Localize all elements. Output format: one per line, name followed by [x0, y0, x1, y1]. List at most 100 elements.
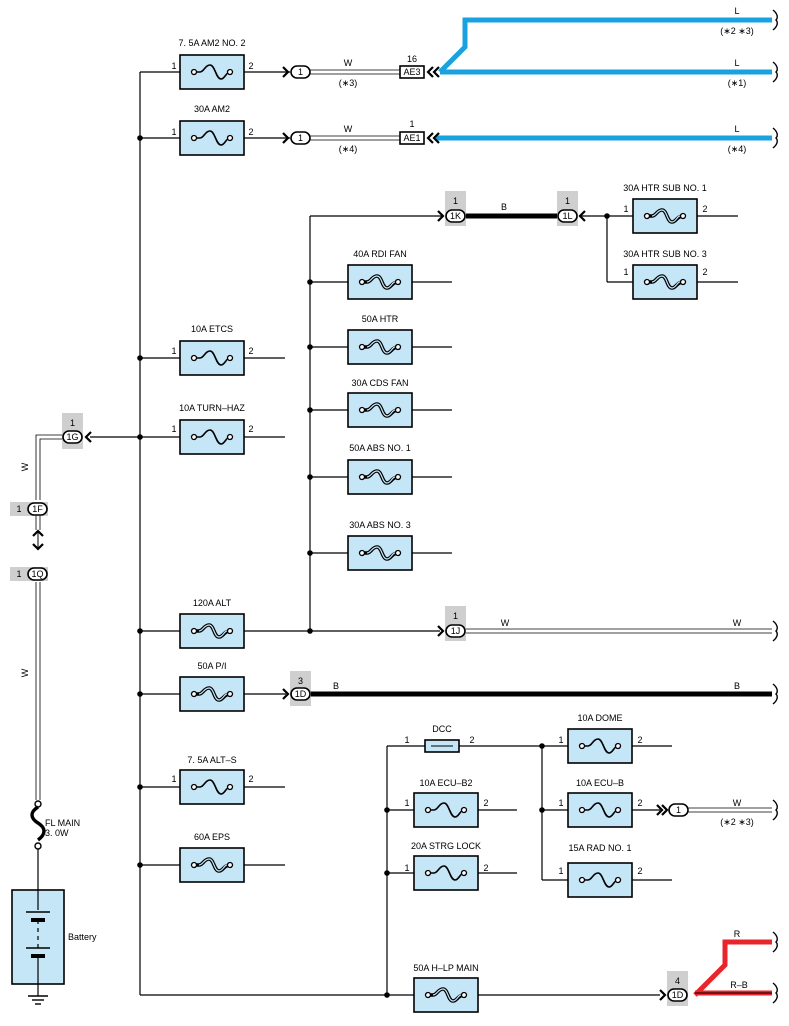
connector-pin: 16 — [407, 54, 417, 64]
fuse-10a-etcs: 10A ETCS 1 2 — [171, 324, 254, 376]
fuse-label: 30A HTR SUB NO. 3 — [623, 249, 707, 259]
fuse-label: 30A AM2 — [194, 104, 230, 114]
wire-color-label: B — [734, 681, 740, 691]
connector-1l: 1L 1 — [557, 191, 587, 226]
connector-code: 1L — [562, 211, 572, 221]
fuse-label: 30A CDS FAN — [351, 378, 408, 388]
fusible-link-50a-pi: 50A P/I — [179, 661, 245, 712]
fuse-label: 15A RAD NO. 1 — [568, 843, 631, 853]
fuse-label: 30A ABS NO. 3 — [349, 520, 411, 530]
fuse-7-5a-alt-s: 7. 5A ALT–S 1 2 — [171, 755, 254, 805]
pin-label: 1 — [171, 61, 176, 71]
connector-code: 1G — [66, 432, 78, 442]
connector-ae3: AE3 16 — [399, 54, 441, 79]
pin-label: 2 — [248, 424, 253, 434]
connector-pin: 1 — [70, 418, 75, 428]
ground-icon — [28, 984, 48, 1005]
pin-label: 1 — [558, 866, 563, 876]
junction-dots — [137, 135, 610, 998]
fuse-7-5a-am2-no2: 7. 5A AM2 NO. 2 1 2 — [171, 38, 254, 90]
wire-color-label: W — [501, 618, 510, 628]
fuse-label: 7. 5A ALT–S — [187, 755, 236, 765]
fusible-link-50a-abs-no1: 50A ABS NO. 1 — [347, 443, 413, 495]
wire-end-braces — [772, 9, 778, 1004]
fuse-label: 10A ETCS — [191, 324, 233, 334]
wire-color-label: B — [333, 681, 339, 691]
pin-label: 1 — [171, 774, 176, 784]
connector-1g: 1G 1 — [62, 413, 93, 449]
fuse-label: 50A ABS NO. 1 — [349, 443, 411, 453]
pin-label: 1 — [404, 863, 409, 873]
connector-code: 1D — [295, 689, 307, 699]
fuse-10a-ecu-b: 10A ECU–B 1 2 — [558, 778, 643, 828]
pin-label: 2 — [469, 735, 474, 745]
connector-pin: 1 — [16, 504, 21, 514]
fuse-label: 50A HTR — [362, 314, 399, 324]
wire-color-label: L — [734, 124, 739, 134]
fusible-link-50a-htr: 50A HTR — [347, 314, 413, 365]
wire-note-label: (∗2 ∗3) — [720, 26, 754, 36]
connector-1f: 1F 1 — [10, 502, 48, 551]
fuse-15a-rad-no1: 15A RAD NO. 1 1 2 — [558, 843, 643, 898]
pin-label: 1 — [623, 204, 628, 214]
pin-label: 2 — [702, 204, 707, 214]
connector-1-am2: 1 — [281, 131, 311, 145]
connector-1-ecu-b: 1 — [655, 803, 689, 817]
colored-wires — [310, 17, 772, 997]
connector-code: 1K — [450, 211, 461, 221]
wire-note-label: (∗1) — [728, 78, 747, 88]
connector-pin: 1 — [16, 569, 21, 579]
connector-pin: 1 — [453, 611, 458, 621]
fuse-20a-strg-lock: 20A STRG LOCK 1 2 — [404, 841, 489, 891]
fl-main-fusible-link: FL MAIN 3. 0W — [30, 800, 80, 890]
fuse-30a-am2: 30A AM2 1 2 — [171, 104, 254, 156]
connector-pin: 1 — [453, 196, 458, 206]
pin-label: 2 — [248, 61, 253, 71]
pin-label: 2 — [637, 866, 642, 876]
fuse-label: 50A P/I — [197, 661, 226, 671]
pin-label: 1 — [623, 267, 628, 277]
fuse-label: 10A TURN–HAZ — [179, 403, 245, 413]
fl-main-label: FL MAIN — [45, 818, 80, 828]
fusible-link-htr-sub-no3: 30A HTR SUB NO. 3 1 2 — [623, 249, 708, 300]
connector-pin: 1 — [565, 196, 570, 206]
wire-color-label: W — [20, 462, 30, 471]
connector-code: 1 — [676, 805, 681, 815]
wire-labels: W (∗3) W (∗4) L (∗2 ∗3) L (∗1) L (∗4) B … — [20, 6, 754, 990]
fuse-label: DCC — [432, 724, 452, 734]
wire-note-label: (∗2 ∗3) — [720, 817, 754, 827]
fuse-label: 10A ECU–B2 — [419, 778, 472, 788]
wire-note-label: (∗3) — [339, 78, 358, 88]
fuse-10a-dome: 10A DOME 1 2 — [558, 713, 643, 764]
wire-color-label: L — [734, 6, 739, 16]
connector-code: 1Q — [31, 569, 43, 579]
fusible-link-50a-hlp-main: 50A H–LP MAIN — [413, 963, 479, 1013]
fuse-label: 7. 5A AM2 NO. 2 — [178, 38, 245, 48]
fusible-link-120a-alt: 120A ALT — [179, 598, 245, 649]
connector-pin: 3 — [298, 676, 303, 686]
pin-label: 2 — [637, 798, 642, 808]
pin-label: 2 — [483, 798, 488, 808]
fuse-label: 20A STRG LOCK — [411, 841, 481, 851]
wire-color-label: W — [733, 618, 742, 628]
fuse-label: 60A EPS — [194, 832, 230, 842]
connector-1j: 1J 1 — [436, 606, 466, 641]
connector-1d-hlp: 1D 4 — [658, 971, 688, 1006]
connector-ae1: AE1 1 — [399, 119, 441, 145]
connector-code: 1J — [451, 626, 461, 636]
fusible-link-htr-sub-no1: 30A HTR SUB NO. 1 1 2 — [623, 183, 708, 234]
connector-1-am2no2: 1 — [281, 65, 311, 79]
fl-main-rating: 3. 0W — [45, 828, 69, 838]
pin-label: 2 — [248, 774, 253, 784]
connector-pin: 4 — [675, 976, 680, 986]
fuse-dcc: DCC 1 2 — [404, 724, 475, 753]
pin-label: 2 — [637, 735, 642, 745]
fusible-link-40a-rdi-fan: 40A RDI FAN — [347, 249, 413, 300]
pin-label: 1 — [404, 735, 409, 745]
battery: Battery — [11, 889, 97, 985]
wire-note-label: (∗4) — [728, 144, 747, 154]
fuse-label: 10A DOME — [577, 713, 622, 723]
connector-code: 1 — [298, 67, 303, 77]
pin-label: 2 — [702, 267, 707, 277]
